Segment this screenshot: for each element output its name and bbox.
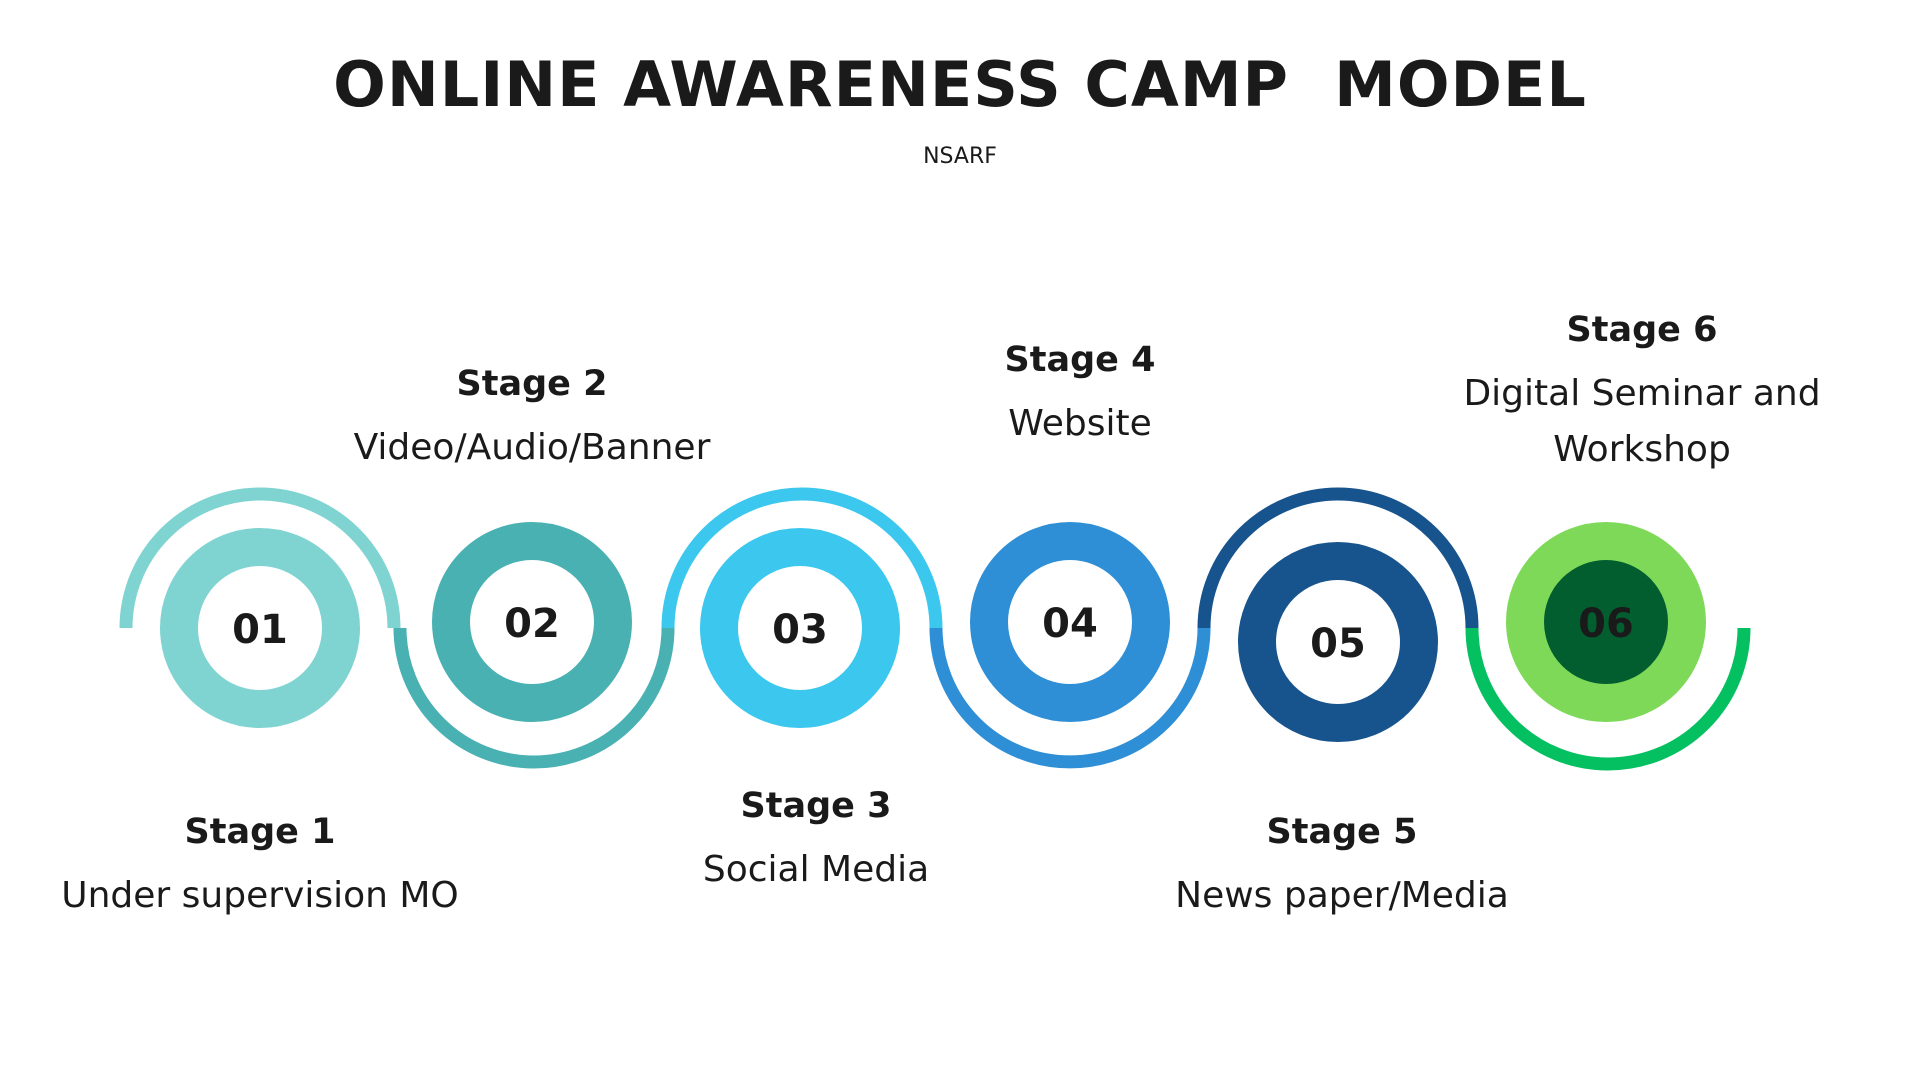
stage-3-label: Stage 3 Social Media [576, 784, 1056, 898]
stage-5-arc [1197, 487, 1479, 629]
stage-1-label: Stage 1 Under supervision MO [20, 810, 500, 924]
stage-3-description: Social Media [702, 849, 930, 890]
stage-3-number: 03 [772, 607, 828, 653]
stage-6-label: Stage 6 Digital Seminar and Workshop [1402, 308, 1882, 478]
stage-5-label: Stage 5 News paper/Media [1102, 810, 1582, 924]
stage-1-name: Stage 1 [184, 812, 336, 852]
stage-4-label: Stage 4 Website [840, 338, 1320, 452]
stage-6-number: 06 [1578, 601, 1634, 647]
stage-1-number: 01 [232, 607, 288, 653]
page-title: ONLINE AWARENESS CAMP MODEL [333, 48, 1587, 121]
stage-5-description: News paper/Media [1175, 875, 1509, 916]
stage-3-arc [661, 487, 943, 629]
stage-3-node: 03 [700, 528, 900, 728]
stage-2-description: Video/Audio/Banner [353, 427, 711, 468]
stage-6-description: Digital Seminar and Workshop [1463, 373, 1821, 470]
stage-2-arc [393, 627, 675, 769]
stage-4-number: 04 [1042, 601, 1098, 647]
stage-2-number: 02 [504, 601, 560, 647]
page-subtitle: NSARF [923, 144, 997, 169]
stage-6-arc [1465, 627, 1751, 771]
stage-4-name: Stage 4 [1004, 340, 1156, 380]
stage-6-name: Stage 6 [1566, 310, 1718, 350]
stage-1-description: Under supervision MO [61, 875, 459, 916]
stage-2-label: Stage 2 Video/Audio/Banner [292, 362, 772, 476]
stage-5-number: 05 [1310, 621, 1366, 667]
stage-4-description: Website [1008, 403, 1152, 444]
stage-5-node: 05 [1238, 542, 1438, 742]
stage-5-name: Stage 5 [1266, 812, 1418, 852]
stage-4-node: 04 [970, 522, 1170, 722]
stage-3-name: Stage 3 [740, 786, 892, 826]
stage-2-name: Stage 2 [456, 364, 608, 404]
stage-2-node: 02 [432, 522, 632, 722]
stage-4-arc [929, 627, 1211, 769]
stage-1-node: 01 [160, 528, 360, 728]
stage-6-node: 06 [1506, 522, 1706, 722]
stage-1-arc [119, 487, 401, 629]
